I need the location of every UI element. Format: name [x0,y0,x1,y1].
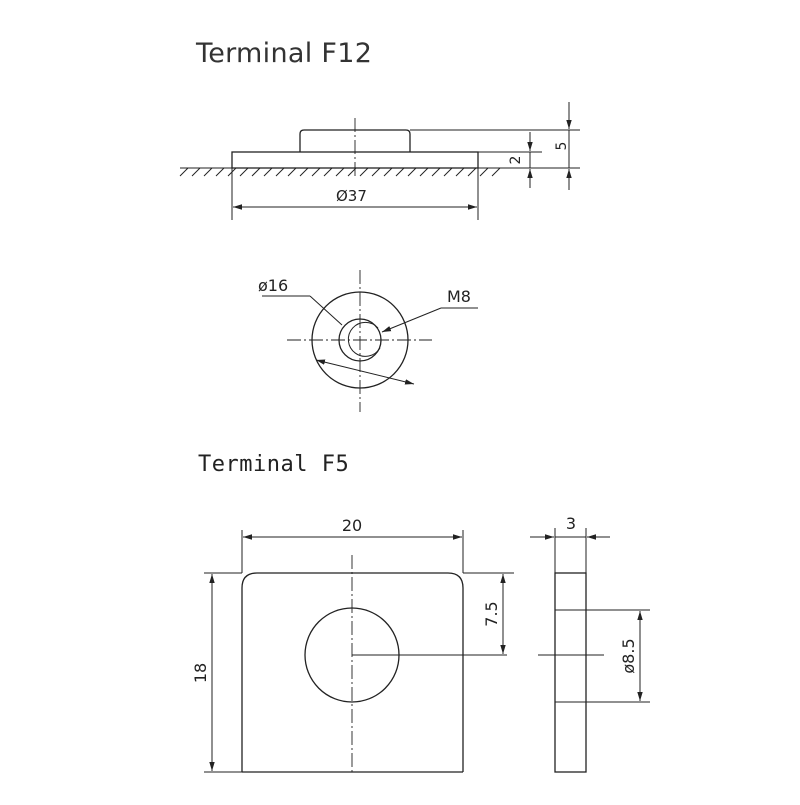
f5-side-outline [554,572,587,773]
f12-outer-circle [311,291,409,389]
dim-label-height-18: 18 [191,663,210,683]
dim-label-diameter-16: ø16 [258,276,288,295]
dim-line-diameter-16 [315,359,415,385]
leader-m8 [381,307,442,333]
f12-top-view: ø16 M8 [258,270,478,412]
dim-label-diameter-8-5: ø8.5 [619,638,638,673]
dim-label-offset-7-5: 7.5 [482,601,501,626]
title-terminal-f12: Terminal F12 [196,38,373,69]
dim-label-thickness-3: 3 [566,514,576,533]
ground-hatching [179,167,501,177]
dim-label-width-20: 20 [342,516,362,535]
dim-label-2: 2 [508,156,524,165]
f12-side-view: Ø37 5 2 [179,102,580,220]
dim-label-5: 5 [554,142,570,151]
f5-side-view: 3 ø8.5 [530,514,650,773]
f5-plate-outline [241,572,464,772]
f5-front-view: 20 18 7.5 [191,516,514,773]
title-terminal-f5: Terminal F5 [198,452,350,477]
leader-diameter-16 [309,295,343,326]
f12-thread-inner-arc [347,321,381,357]
dim-label-diameter-37: Ø37 [336,187,367,205]
dim-label-m8: M8 [447,287,471,306]
